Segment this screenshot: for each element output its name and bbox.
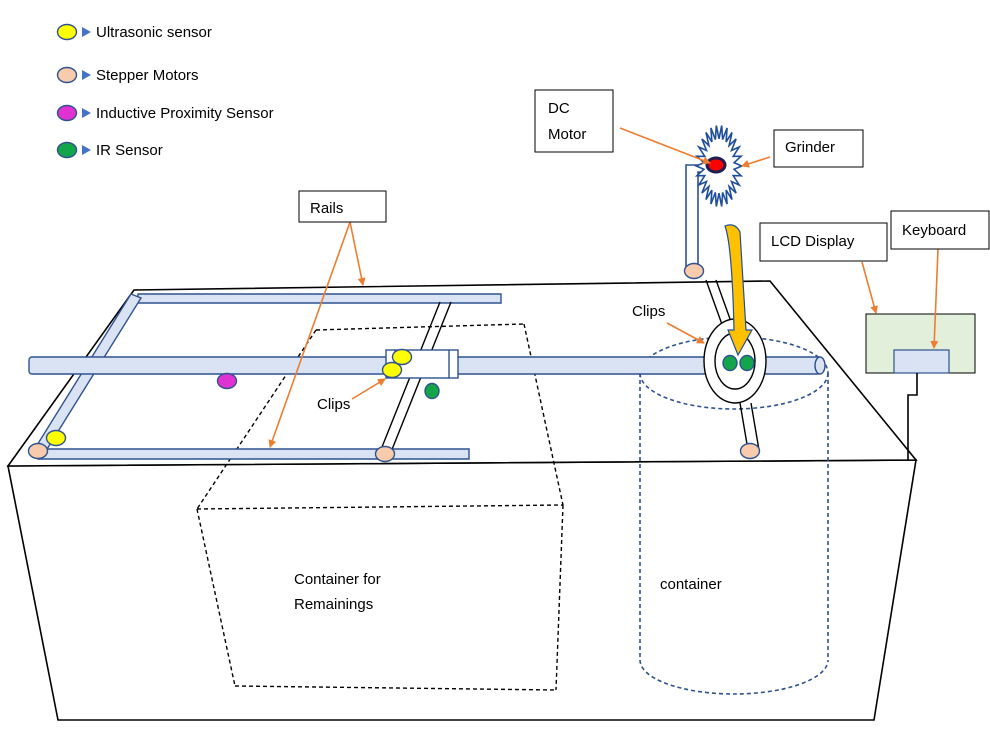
rails-label: Rails bbox=[310, 200, 343, 217]
rail-bottom bbox=[37, 448, 470, 460]
rail-top bbox=[137, 293, 502, 304]
lcd-display-arrow bbox=[861, 261, 879, 314]
remainings-label-line2: Remainings bbox=[294, 596, 373, 613]
keypad bbox=[893, 349, 950, 374]
lcd-display-box bbox=[759, 222, 888, 262]
table-front-face bbox=[7, 459, 917, 721]
dc-motor-label-line2: Motor bbox=[548, 126, 586, 143]
rails-arrow-top bbox=[349, 221, 366, 286]
lcd-display-label: LCD Display bbox=[771, 233, 855, 250]
dc-motor-dot bbox=[705, 156, 727, 174]
rail-cross-end bbox=[814, 356, 826, 375]
text-labels: DC Motor Grinder Rails LCD Display Keybo… bbox=[294, 100, 966, 613]
legend-item-ultrasonic: Ultrasonic sensor bbox=[56, 23, 212, 41]
ultrasonic-sensor bbox=[45, 429, 67, 447]
ultrasonic-sensor bbox=[391, 348, 413, 366]
clips-label-right: Clips bbox=[632, 303, 665, 320]
grinder-label: Grinder bbox=[785, 139, 835, 156]
legend-item-ir: IR Sensor bbox=[56, 141, 163, 159]
pointer-icon bbox=[82, 70, 91, 80]
grinder-box bbox=[773, 129, 864, 168]
ir-sensor bbox=[722, 354, 738, 372]
container-label: container bbox=[660, 576, 722, 593]
rails-box bbox=[298, 190, 387, 223]
label-boxes bbox=[298, 89, 990, 262]
legend-item-inductive: Inductive Proximity Sensor bbox=[56, 104, 274, 122]
keyboard-label: Keyboard bbox=[902, 222, 966, 239]
table-box bbox=[6, 280, 918, 721]
dc-motor-label-line1: DC bbox=[548, 100, 570, 117]
keyboard-box bbox=[890, 210, 990, 250]
stepper-motor bbox=[27, 442, 49, 460]
legend-label: Ultrasonic sensor bbox=[96, 24, 212, 41]
cylinder-container bbox=[639, 336, 829, 695]
stepper-motor bbox=[374, 445, 396, 463]
stepper-legend-marker bbox=[56, 66, 78, 84]
ir-legend-marker bbox=[56, 141, 78, 159]
ir-sensor bbox=[739, 354, 755, 372]
pointer-icon bbox=[82, 145, 91, 155]
keyboard-arrow bbox=[930, 248, 939, 349]
dc-motor-arrow bbox=[619, 127, 711, 165]
legend-label: Stepper Motors bbox=[96, 67, 199, 84]
cylinder-bottom bbox=[639, 659, 829, 695]
ultrasonic-legend-marker bbox=[56, 23, 78, 41]
ultrasonic-sensor bbox=[381, 361, 403, 379]
arrows bbox=[268, 127, 939, 448]
clips-label-left: Clips bbox=[317, 396, 350, 413]
chute-arrow bbox=[724, 224, 754, 357]
rails bbox=[28, 293, 826, 460]
inductive-proximity-sensor bbox=[216, 372, 238, 390]
clips-arrow-right bbox=[666, 322, 705, 344]
remainings-label-line1: Container for bbox=[294, 571, 381, 588]
dc-motor-box bbox=[534, 89, 614, 153]
stepper-motor bbox=[739, 442, 761, 460]
rails-arrow-bottom bbox=[268, 221, 351, 448]
grinder-icon bbox=[694, 125, 744, 207]
grinder-arrow bbox=[741, 156, 771, 168]
legend-label: Inductive Proximity Sensor bbox=[96, 105, 274, 122]
pointer-icon bbox=[82, 27, 91, 37]
legend-label: IR Sensor bbox=[96, 142, 163, 159]
inductive-legend-marker bbox=[56, 104, 78, 122]
pointer-icon bbox=[82, 108, 91, 118]
ir-sensor bbox=[424, 382, 440, 400]
clips-arrow-left bbox=[351, 378, 386, 400]
lcd-display bbox=[865, 313, 976, 460]
lcd-cable bbox=[907, 373, 918, 460]
components bbox=[27, 262, 761, 463]
stepper-motor bbox=[683, 262, 705, 280]
legend-item-stepper: Stepper Motors bbox=[56, 66, 199, 84]
